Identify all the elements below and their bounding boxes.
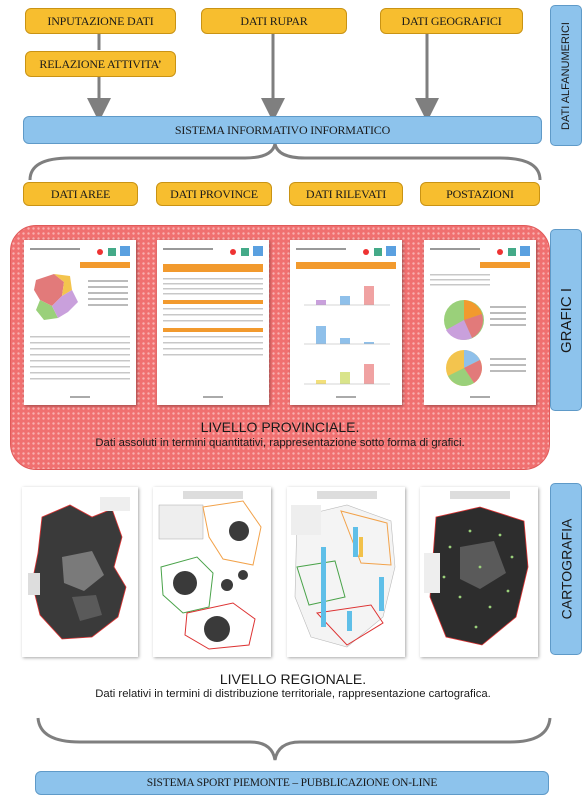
side-label-alfanumerici: DATI ALFANUMERICI	[550, 5, 582, 146]
map-aree-graphic	[28, 497, 130, 640]
report-province-graphic	[163, 246, 263, 398]
relazione-attivita-box: RELAZIONE ATTIVITA’	[25, 51, 176, 77]
side-label-cartografia-text: CARTOGRAFIA	[558, 518, 574, 620]
dati-geografici-box: DATI GEOGRAFICI	[380, 8, 523, 34]
report-rilevati-graphic	[296, 246, 396, 398]
dati-rupar-box: DATI RUPAR	[201, 8, 347, 34]
livello-provinciale-title: LIVELLO PROVINCIALE.	[200, 419, 360, 435]
map-province-graphic	[158, 491, 262, 650]
map-thumbnail-rilevati	[287, 487, 405, 657]
livello-provinciale-subtitle: Dati assoluti in termini quantitativi, r…	[95, 437, 465, 449]
map-thumbnail-postazioni	[420, 487, 538, 657]
side-label-alfanumerici-text: DATI ALFANUMERICI	[560, 21, 573, 130]
livello-regionale-title: LIVELLO REGIONALE.	[219, 671, 367, 687]
map-rilevati-graphic	[291, 491, 396, 648]
brace-bottom	[36, 717, 552, 761]
side-label-grafici: GRAFIC I	[550, 229, 582, 411]
report-aree-graphic	[30, 246, 130, 398]
map-thumbnail-aree	[22, 487, 138, 657]
report-thumbnail-postazioni	[424, 240, 536, 405]
brace-system	[28, 143, 542, 181]
sistema-sport-piemonte-box: SISTEMA SPORT PIEMONTE – PUBBLICAZIONE O…	[35, 771, 549, 795]
report-thumbnail-rilevati	[290, 240, 402, 405]
postazioni-box: POSTAZIONI	[420, 182, 540, 206]
report-thumbnail-province	[157, 240, 269, 405]
report-thumbnail-aree	[24, 240, 136, 405]
dati-rilevati-box: DATI RILEVATI	[289, 182, 403, 206]
sistema-informativo-box: SISTEMA INFORMATIVO INFORMATICO	[23, 116, 542, 144]
livello-regionale-subtitle: Dati relativi in termini di distribuzion…	[95, 688, 491, 700]
dati-aree-box: DATI AREE	[23, 182, 138, 206]
map-postazioni-graphic	[424, 491, 529, 646]
dati-province-box: DATI PROVINCE	[156, 182, 272, 206]
report-postazioni-graphic	[430, 246, 530, 398]
side-label-grafici-text: GRAFIC I	[557, 287, 575, 353]
inputazione-dati-box: INPUTAZIONE DATI	[25, 8, 176, 34]
map-thumbnail-province	[153, 487, 271, 657]
side-label-cartografia: CARTOGRAFIA	[550, 483, 582, 655]
